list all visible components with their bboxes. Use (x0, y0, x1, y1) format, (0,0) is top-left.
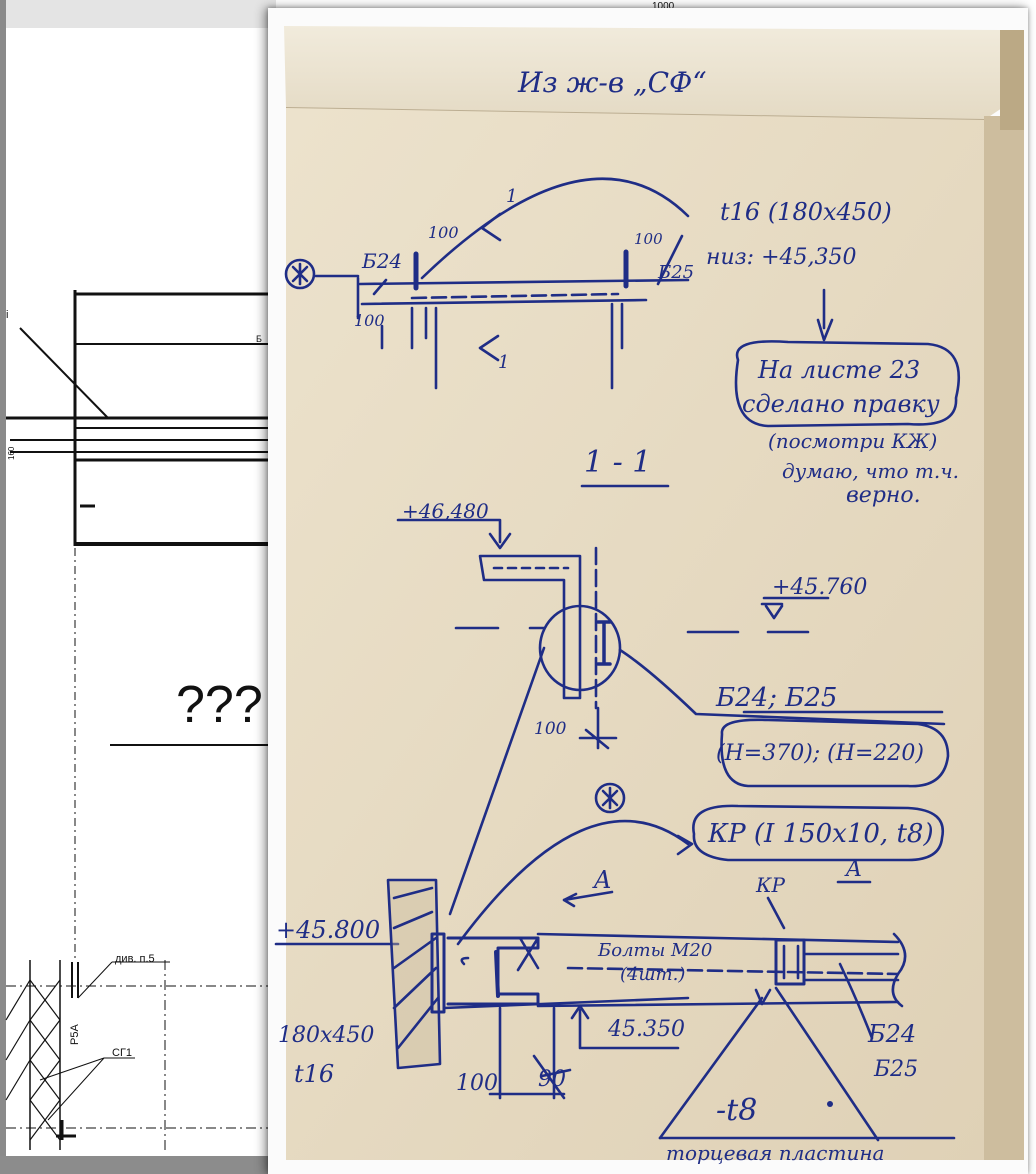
level-bottom-beam: низ: +45,350 (706, 245, 856, 270)
section-mark-1: 1 (506, 186, 517, 207)
section-title: 1 - 1 (584, 445, 651, 480)
label-sg1: СГ1 (112, 1047, 132, 1059)
plate-top-label: t16 (180x450) (720, 198, 892, 226)
label-160: 160 (7, 446, 16, 460)
beams-heights: (H=370); (H=220) (716, 741, 924, 766)
b25-top: Б25 (657, 262, 694, 283)
dim-100-bottom: 100 (456, 1071, 498, 1096)
level-45760: +45.760 (772, 575, 867, 600)
big-question-marks: ??? (176, 676, 263, 734)
kp-small: КР (755, 873, 785, 897)
label-tick: Б (256, 334, 262, 344)
b24-top: Б24 (361, 249, 402, 273)
sketch-header: Из ж-в „СФ“ (517, 66, 707, 99)
note-line-3: (посмотри КЖ) (768, 429, 937, 453)
bolts-line-1: Болты М20 (597, 940, 712, 961)
dim-crossed: 90 (538, 1067, 566, 1092)
dim-100-c: 100 (354, 311, 385, 330)
label-left-i: i (6, 309, 8, 321)
b24-bottom: Б24 (867, 1020, 916, 1048)
plate-t16-label: t16 (294, 1060, 334, 1088)
a-label-right: A (844, 857, 862, 882)
section-mark-1b: 1 (498, 352, 509, 373)
note-line-2: сделано правку (742, 390, 940, 418)
photo-viewer-window[interactable]: Из ж-в „СФ“ Б24 (268, 8, 1028, 1174)
note-line-1: На листе 23 (757, 356, 920, 384)
top-dimension-label: 1000 (652, 1, 675, 12)
label-r5a: Р5А (69, 1024, 81, 1045)
level-45800: +45.800 (276, 916, 380, 944)
level-45350: 45.350 (607, 1017, 685, 1042)
note-line-5: верно. (846, 483, 921, 508)
dim-100-section: 100 (534, 719, 567, 739)
a-label-left: A (592, 866, 611, 894)
t8-label: -t8 (716, 1093, 757, 1128)
end-plate-label: торцевая пластина (666, 1141, 884, 1165)
bolts-line-2: (4шт.) (620, 964, 685, 985)
beams-label: Б24; Б25 (715, 683, 837, 713)
kp-label: КР (I 150x10, t8) (707, 819, 934, 849)
b25-bottom: Б25 (873, 1057, 918, 1082)
sketch-photo: Из ж-в „СФ“ Б24 (274, 26, 1024, 1165)
dim-100-a: 100 (428, 223, 459, 242)
note-line-4: думаю, что т.ч. (782, 459, 959, 483)
dim-100-b: 100 (634, 230, 663, 248)
plate-dims-label: 180x450 (278, 1023, 374, 1048)
label-div: див. п.5 (115, 953, 155, 965)
